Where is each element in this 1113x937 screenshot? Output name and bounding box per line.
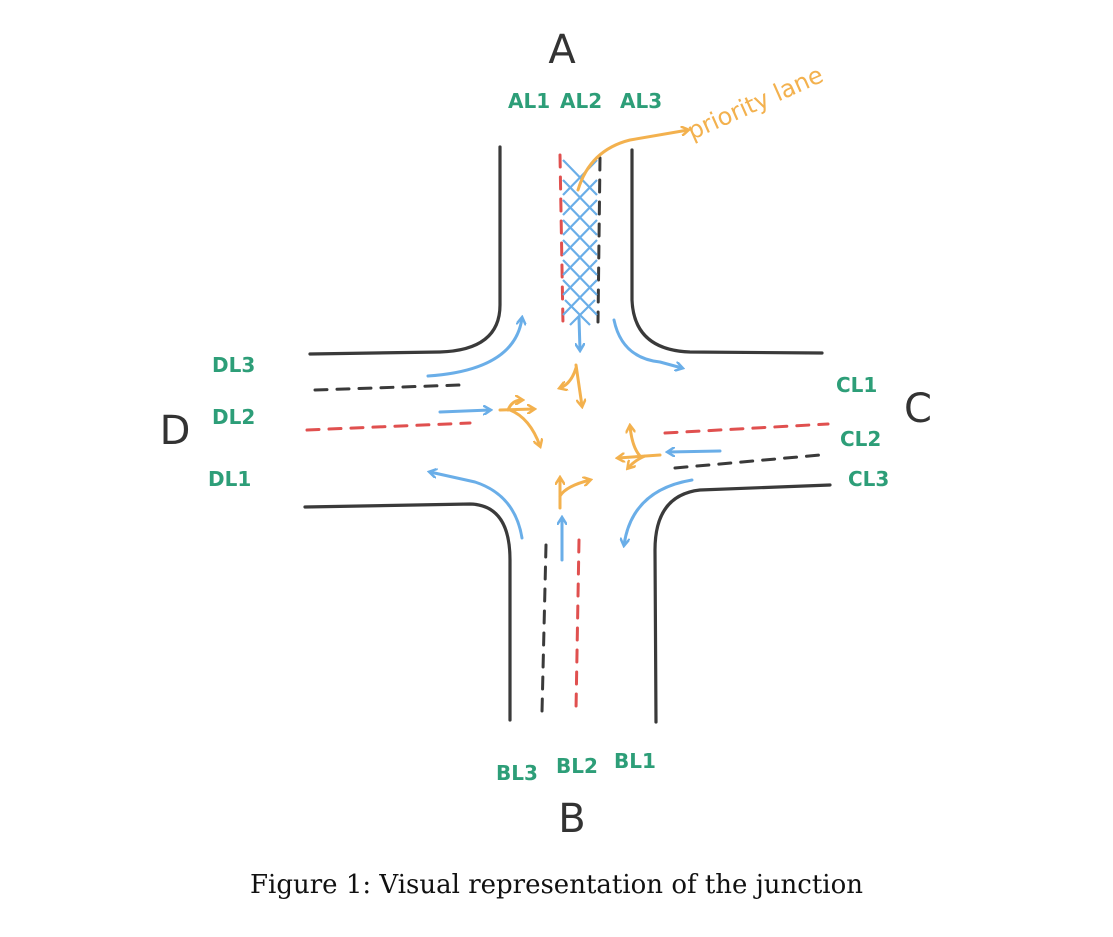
divider-a-red <box>558 153 565 327</box>
priority-lane-pointer <box>576 130 688 192</box>
lane-label-cl3: CL3 <box>848 467 889 491</box>
road-edge-top-left <box>308 145 502 356</box>
turn-d-straight <box>498 409 534 410</box>
lane-label-al2: AL2 <box>560 89 602 113</box>
approach-b-label: B <box>558 796 585 842</box>
lane-label-dl1: DL1 <box>208 467 251 491</box>
lane-label-dl2: DL2 <box>212 405 255 429</box>
divider-b-black <box>540 543 548 714</box>
turn-d-right <box>508 408 540 446</box>
lane-dividers <box>305 153 830 714</box>
turn-a-down <box>574 363 582 406</box>
divider-b-red <box>574 538 581 712</box>
lane-label-bl2: BL2 <box>556 754 598 778</box>
lane-label-cl2: CL2 <box>840 427 881 451</box>
turn-c-left <box>630 426 642 458</box>
divider-d-black <box>313 383 462 392</box>
lane-label-al3: AL3 <box>620 89 662 113</box>
road-edge-top-right <box>630 148 824 355</box>
divider-d-red <box>305 421 472 432</box>
lane-label-bl3: BL3 <box>496 761 538 785</box>
turn-a-left <box>560 366 578 388</box>
turn-c-right <box>628 454 647 468</box>
divider-c-black <box>673 453 822 470</box>
lane-label-dl3: DL3 <box>212 353 255 377</box>
flow-a-right-turn <box>612 318 682 368</box>
flow-c-right-turn <box>624 478 694 545</box>
figure-caption: Figure 1: Visual representation of the j… <box>250 870 863 900</box>
lane-label-bl1: BL1 <box>614 749 656 773</box>
priority-lane-hatching <box>562 159 598 326</box>
flow-a-down <box>579 316 580 350</box>
turn-d-left <box>506 400 522 412</box>
approach-a-label: A <box>548 27 576 73</box>
flow-b-left-turn <box>430 472 524 540</box>
divider-c-red <box>663 422 830 435</box>
lane-labels: AL1 AL2 AL3 BL3 BL2 BL1 CL1 CL2 CL3 DL3 … <box>208 89 889 785</box>
approach-d-label: D <box>160 408 191 454</box>
turn-option-arrows <box>498 363 662 510</box>
road-edges <box>303 145 832 724</box>
flow-d-straight <box>438 410 490 412</box>
road-edge-bottom-left <box>303 502 512 722</box>
flow-c-straight <box>668 451 722 452</box>
approach-c-label: C <box>904 386 932 432</box>
lane-label-cl1: CL1 <box>836 373 877 397</box>
flow-d-left-turn <box>426 318 522 378</box>
vehicle-flow-arrows <box>426 316 722 562</box>
priority-lane-label: priority lane <box>683 61 827 146</box>
lane-label-al1: AL1 <box>508 89 550 113</box>
road-edge-bottom-right <box>653 483 832 724</box>
turn-b-right <box>558 480 590 498</box>
divider-a-black <box>596 156 602 324</box>
